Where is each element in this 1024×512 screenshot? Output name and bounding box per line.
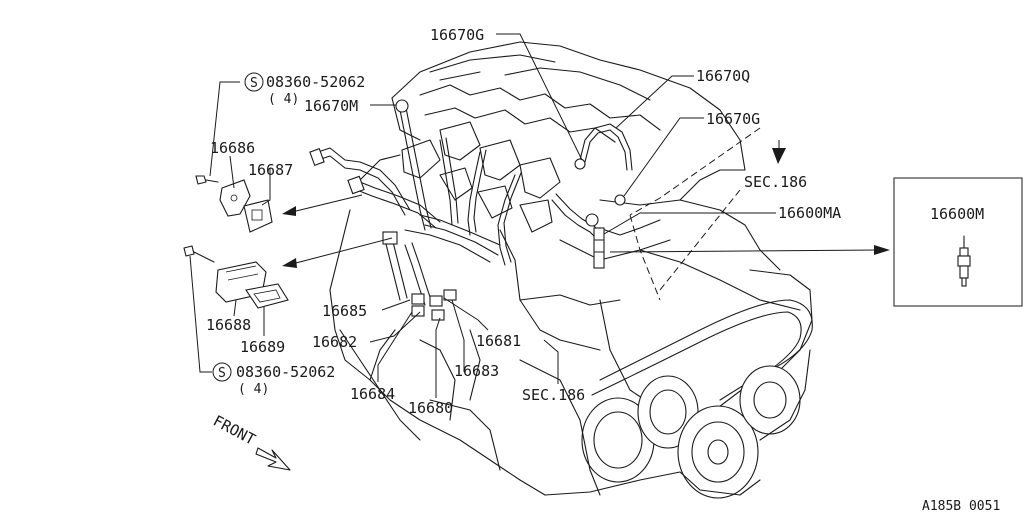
- label-16685: 16685: [322, 302, 367, 320]
- label-16670q: 16670Q: [696, 67, 750, 85]
- bracket-16687-icon: [243, 199, 273, 233]
- label-sec186-right: SEC.186: [744, 173, 807, 191]
- plate-16689-icon: [245, 283, 289, 309]
- bolt-top-code: 08360-52062: [266, 73, 365, 91]
- engine-illustration: [329, 41, 813, 499]
- front-indicator: FRONT: [210, 412, 291, 471]
- bolt-bottom-qty: ( 4): [238, 382, 269, 397]
- leader-lines: [189, 33, 776, 398]
- bracket-16686-icon: [219, 179, 251, 217]
- front-label: FRONT: [210, 412, 258, 449]
- label-16682: 16682: [312, 333, 357, 351]
- detail-box: 16600M: [893, 177, 1023, 307]
- s-circle-icon: [244, 72, 264, 92]
- bolt-callout-top: S 08360-52062 ( 4): [244, 72, 365, 107]
- s-marker: S: [250, 76, 258, 91]
- detail-frame: [893, 177, 1023, 307]
- bolt-bottom-code: 08360-52062: [236, 363, 335, 381]
- label-16684: 16684: [350, 385, 395, 403]
- label-16683: 16683: [454, 362, 499, 380]
- label-16680: 16680: [408, 399, 453, 417]
- injection-tubes: [309, 99, 661, 321]
- glow-plug-icon: [957, 235, 971, 287]
- label-16670m: 16670M: [304, 97, 358, 115]
- bolt-lower-icon: [183, 245, 195, 257]
- detail-part-label: 16600M: [930, 205, 984, 223]
- part-labels: 16670G 16670Q 16670G 16670M 16600MA SEC.…: [206, 26, 841, 417]
- label-16687: 16687: [248, 161, 293, 179]
- label-sec186-bottom: SEC.186: [522, 386, 585, 404]
- label-16686: 16686: [210, 139, 255, 157]
- label-16681: 16681: [476, 332, 521, 350]
- bolt-icon: [195, 175, 207, 185]
- label-16670g-top: 16670G: [430, 26, 484, 44]
- diagram-code: A185B 0051: [922, 499, 1000, 512]
- bolt-top-qty: ( 4): [268, 92, 299, 107]
- label-16689: 16689: [240, 338, 285, 356]
- label-16600ma: 16600MA: [778, 204, 841, 222]
- label-16670g-right: 16670G: [706, 110, 760, 128]
- s-marker-bottom: S: [218, 366, 226, 381]
- label-16688: 16688: [206, 316, 251, 334]
- bolt-callout-bottom: S 08360-52062 ( 4): [212, 362, 335, 397]
- front-arrow-icon: [255, 447, 291, 471]
- assembly-arrows: [282, 127, 890, 301]
- s-circle-icon: [212, 362, 232, 382]
- bracket-parts: [183, 175, 289, 309]
